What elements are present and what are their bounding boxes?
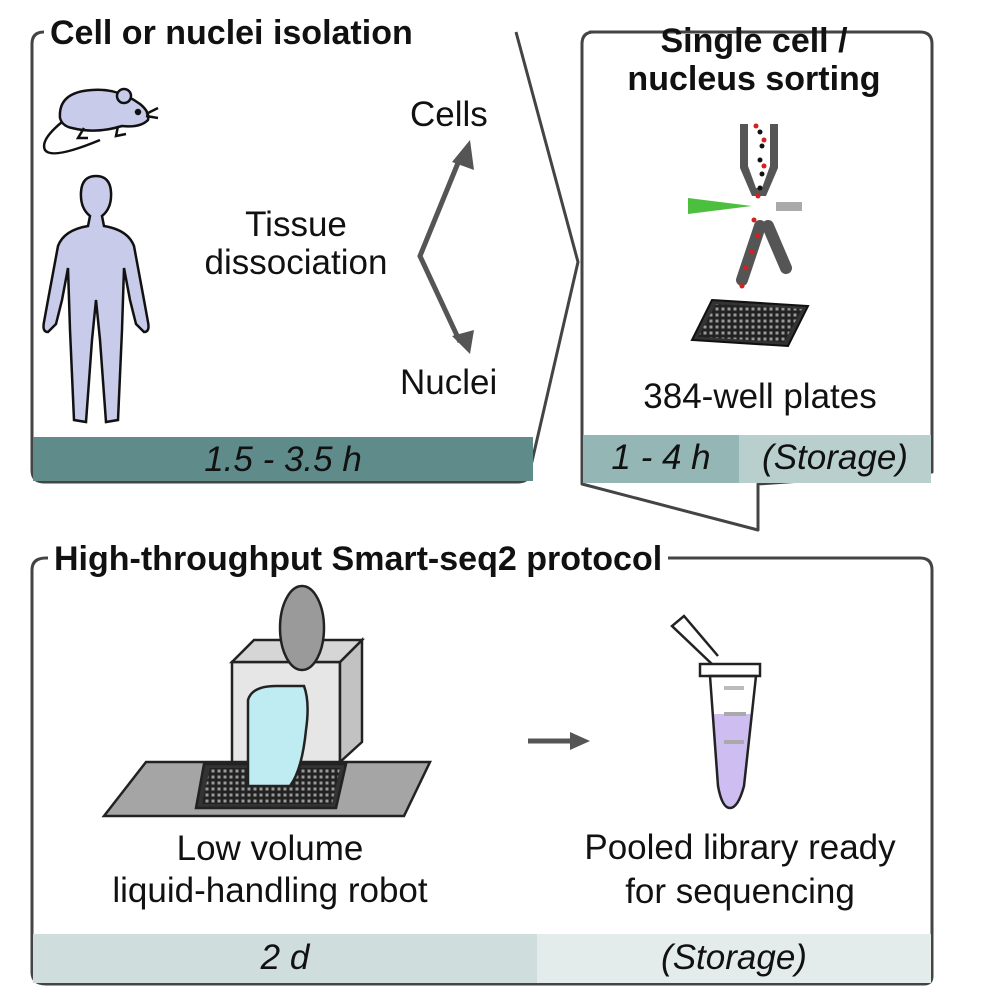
branch-arrows xyxy=(417,157,463,344)
duration-sorting: 1 - 4 h xyxy=(611,438,711,477)
robot-icon xyxy=(101,584,432,818)
tube-label: Pooled library ready for sequencing xyxy=(584,828,896,911)
panel-protocol xyxy=(30,556,934,986)
flow-arrow xyxy=(528,732,590,750)
laser-beam xyxy=(688,198,752,214)
storage-protocol: (Storage) xyxy=(661,938,807,977)
plate-label: 384-well plates xyxy=(643,377,877,416)
well-plate-icon xyxy=(690,298,810,348)
storage-sorting: (Storage) xyxy=(762,438,908,477)
process-label: Tissue dissociation xyxy=(204,205,388,282)
arrowhead-cells xyxy=(452,140,474,170)
panel-title-isolation: Cell or nuclei isolation xyxy=(44,15,419,51)
storage-bar-protocol xyxy=(537,934,931,983)
cell-sorter-icon xyxy=(688,123,802,289)
panel-isolation xyxy=(30,30,580,484)
arrowhead-nuclei xyxy=(452,330,474,354)
tube-liquid xyxy=(714,714,752,808)
duration-bar-protocol xyxy=(33,934,537,983)
duration-protocol: 2 d xyxy=(260,938,310,977)
panel-sorting xyxy=(580,30,934,532)
duration-bar-sorting xyxy=(583,435,739,483)
mouse-icon xyxy=(42,87,159,155)
robot-label: Low volume liquid-handling robot xyxy=(112,829,428,910)
panel-title-sorting: Single cell / nucleus sorting xyxy=(627,22,881,98)
robot-disk xyxy=(278,584,326,672)
human-icon xyxy=(42,174,150,424)
output-nuclei-label: Nuclei xyxy=(400,363,498,402)
panel-title-protocol: High-throughput Smart-seq2 protocol xyxy=(48,541,669,577)
duration-bar-isolation xyxy=(33,437,533,481)
duration-isolation: 1.5 - 3.5 h xyxy=(204,440,362,479)
output-cells-label: Cells xyxy=(410,95,488,134)
robot-head xyxy=(246,684,309,788)
storage-bar-sorting xyxy=(739,435,931,483)
tube-icon xyxy=(670,614,762,810)
